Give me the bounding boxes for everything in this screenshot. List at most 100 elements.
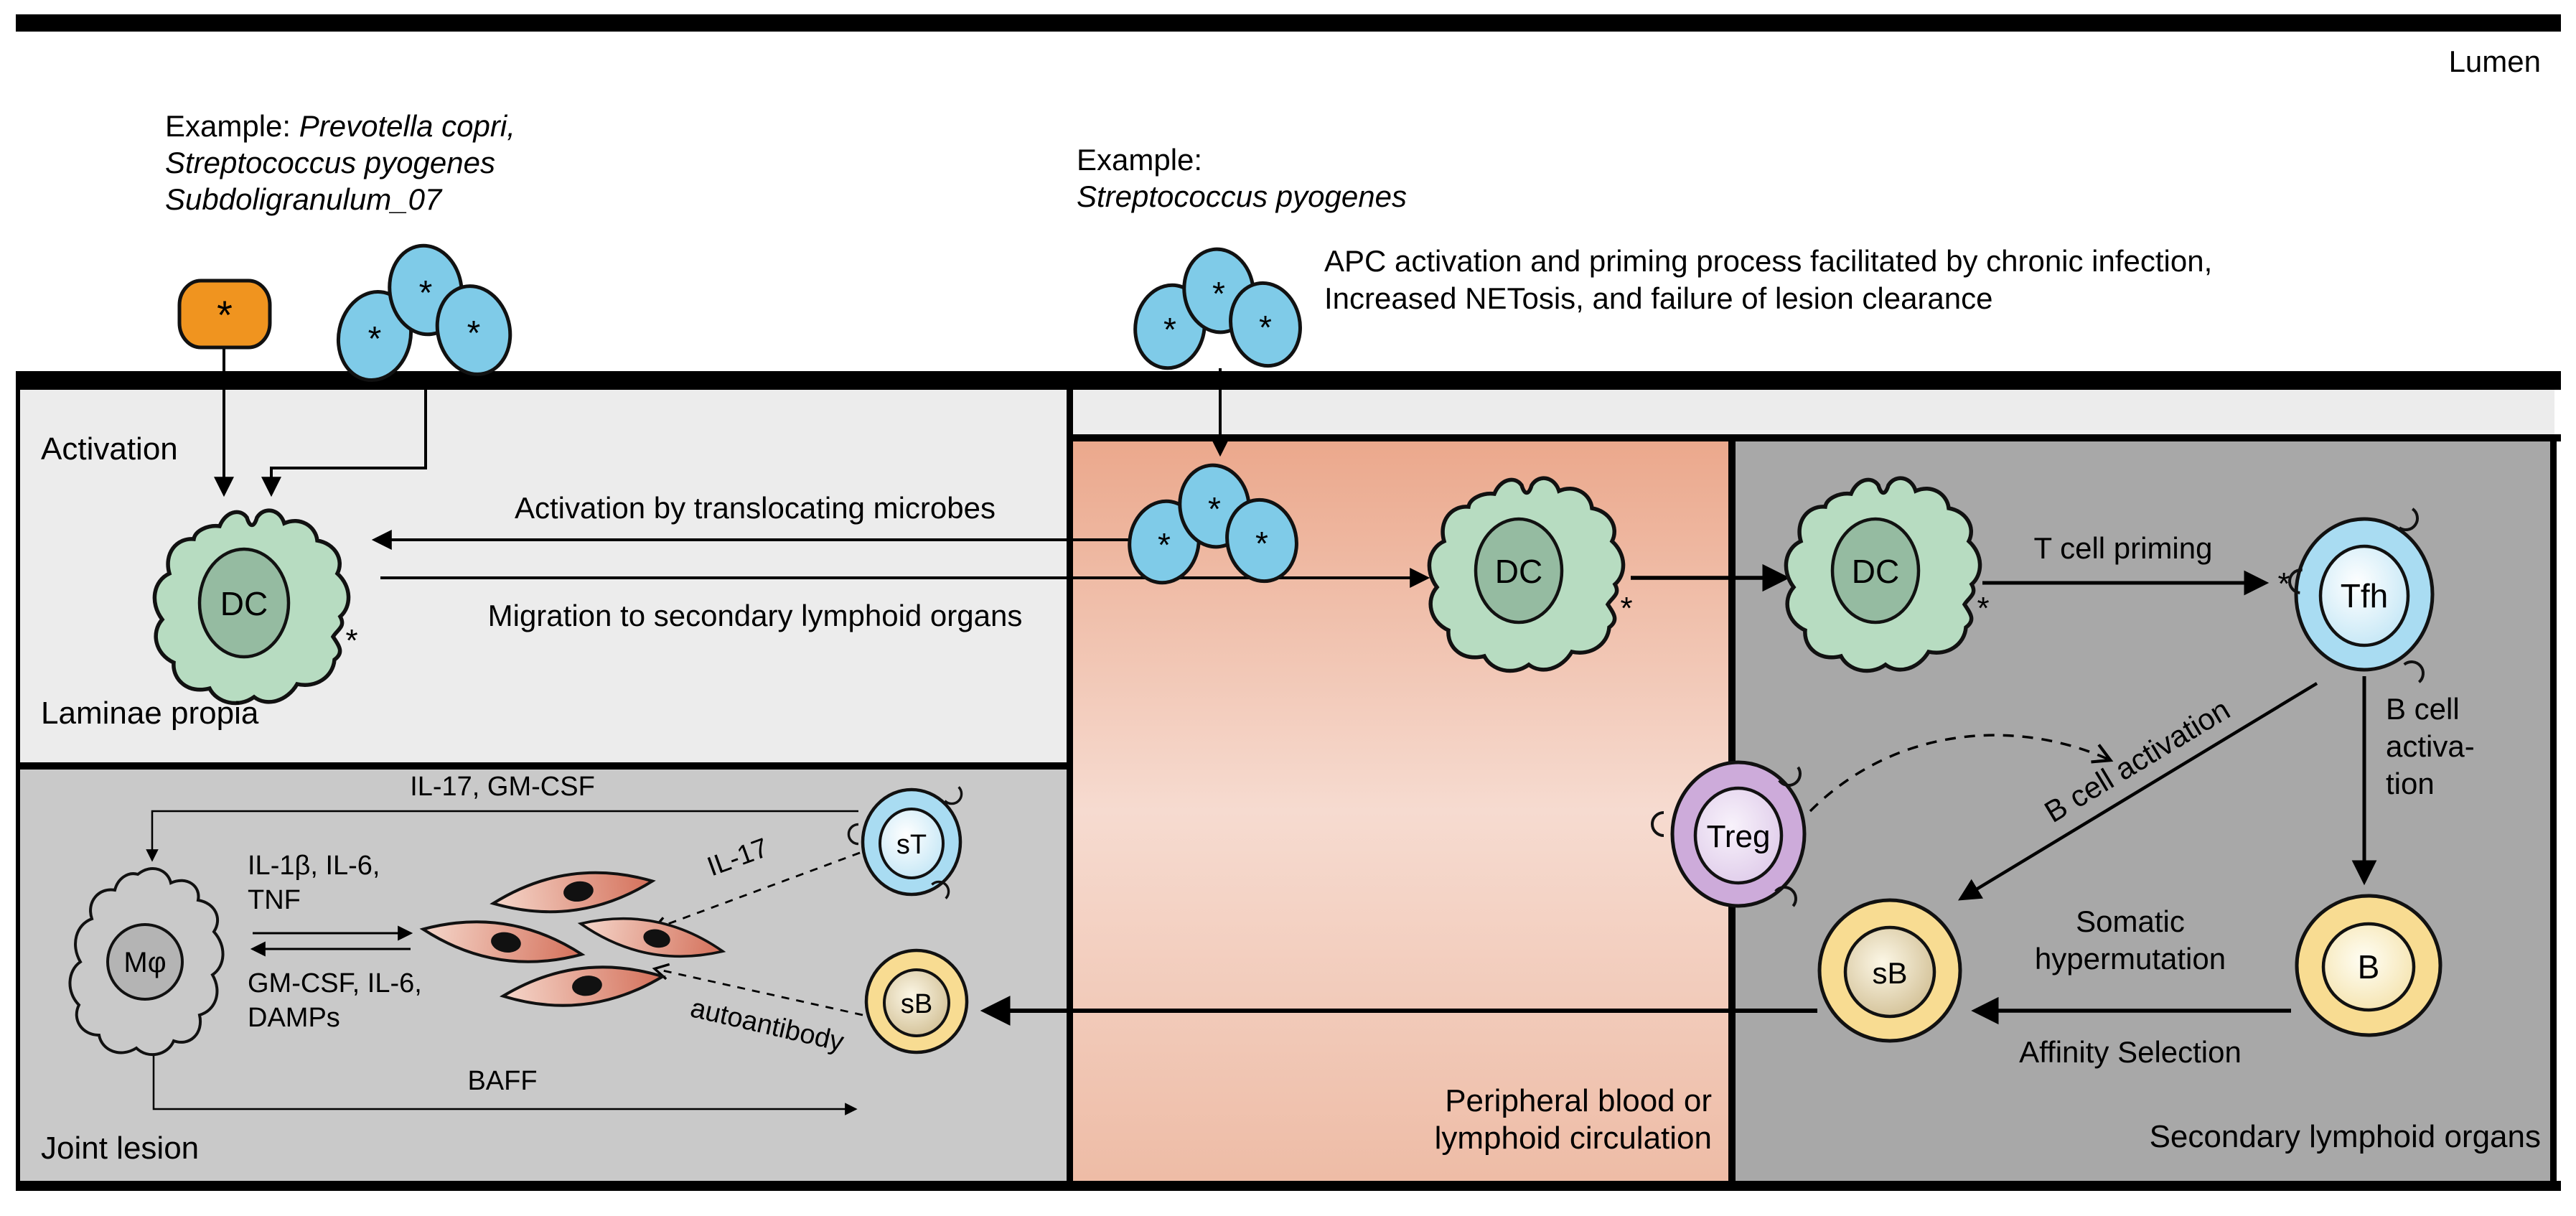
tfh-label: Tfh (2341, 577, 2388, 614)
activation-by-microbes-label: Activation by translocating microbes (515, 491, 996, 525)
dc-nucleus (1474, 517, 1564, 625)
antigen-asterisk-icon: * (1255, 525, 1268, 562)
dendritic-cell-blood: DC * (1429, 478, 1633, 670)
arrow-il17-dashed (650, 851, 861, 933)
affinity-selection-label: Affinity Selection (2019, 1035, 2242, 1069)
activation-label: Activation (41, 431, 178, 467)
macrophage-cell: Mφ (68, 866, 225, 1057)
baff-label: BAFF (467, 1066, 537, 1096)
example-mid-line1: Example: (1077, 143, 1202, 177)
gmcsf-il6-label: GM-CSF, IL-6, (248, 968, 422, 998)
b-cell-activation-line3: tion (2386, 767, 2435, 800)
fibroblast-cluster (418, 861, 728, 1016)
b-nucleus (2321, 922, 2416, 1012)
t-cell-priming-label: T cell priming (2034, 531, 2213, 565)
sb-label: sB (901, 989, 932, 1019)
example-left-species1: Prevotella copri, (299, 109, 515, 143)
blue-microbe-cluster-lumen: * * * (336, 243, 512, 383)
lumen-label: Lumen (2449, 45, 2541, 78)
border-left (16, 371, 20, 1191)
fibroblast-cell (418, 909, 586, 974)
damps-label: DAMPs (248, 1003, 340, 1033)
divider-left-blood (1067, 371, 1073, 1189)
microbe-coccus (336, 289, 413, 383)
fibroblast-nucleus (572, 976, 602, 996)
antigen-asterisk-icon: * (1259, 309, 1272, 346)
b-label: B (2358, 948, 2380, 986)
treg-label: Treg (1707, 819, 1771, 854)
antigen-asterisk-icon: * (1620, 591, 1632, 626)
treg-nucleus (1693, 786, 1784, 885)
apc-note-line1: APC activation and priming process facil… (1324, 244, 2212, 278)
antigen-asterisk-icon: * (1158, 526, 1171, 563)
blue-microbe-cluster-example: * * * (1133, 247, 1302, 370)
divider-lamina-joint (16, 762, 1067, 770)
sb-cell-slo: sB (1817, 898, 1962, 1043)
migration-label: Migration to secondary lymphoid organs (488, 599, 1023, 632)
joint-lesion-label: Joint lesion (41, 1131, 199, 1166)
antigen-asterisk-icon: * (1977, 591, 1989, 626)
tnf-label: TNF (248, 885, 301, 915)
dendritic-cell-lamina: DC * (154, 510, 358, 703)
sb-label: sB (1872, 956, 1907, 990)
macrophage-nucleus (106, 923, 184, 1001)
antigen-asterisk-icon: * (1212, 275, 1225, 312)
st-cell-joint: sT (847, 785, 967, 900)
antigen-asterisk-icon: * (217, 292, 233, 337)
fibroblast-cell (489, 861, 657, 923)
microbe-coccus (435, 284, 512, 376)
antigen-asterisk-icon: * (2277, 566, 2290, 602)
border-bottom (16, 1181, 2561, 1191)
antigen-asterisk-icon: * (467, 314, 481, 352)
sb-nucleus (883, 968, 950, 1037)
b-cell-activation-line1: B cell (2386, 692, 2460, 726)
fibroblast-nucleus (491, 932, 521, 953)
antigen-asterisk-icon: * (1163, 311, 1176, 348)
example-mid-line2: Streptococcus pyogenes (1077, 179, 1407, 213)
blood-panel-label-line2: lymphoid circulation (1435, 1121, 1712, 1156)
antigen-asterisk-icon: * (1208, 490, 1221, 528)
arrow-autoantibody-dashed (652, 963, 863, 1016)
somatic-label-line1: Somatic (2076, 904, 2185, 938)
il1b-il6-label: IL-1β, IL-6, (248, 851, 380, 881)
orange-microbe-body (177, 279, 272, 350)
blue-microbe-cluster-blood: * * * (1128, 463, 1298, 585)
example-left-prefix: Example: (165, 109, 299, 143)
dc-nucleus (1830, 517, 1921, 625)
b-cell-activation-line2: activa- (2386, 729, 2475, 763)
dc-label: DC (1852, 553, 1899, 590)
fibroblast-cell (499, 957, 667, 1016)
lamina-propria-label: Laminae propia (41, 696, 259, 731)
dendritic-cell-slo: DC * (1786, 478, 1990, 670)
arrow-blue-microbes-to-dc (261, 383, 427, 497)
arrow-treg-dashed (1809, 734, 2114, 813)
microbe-coccus (1229, 281, 1302, 368)
treg-cell: Treg (1651, 760, 1807, 908)
sb-nucleus (1843, 925, 1936, 1019)
blood-panel-label-line1: Peripheral blood or (1445, 1083, 1712, 1118)
antigen-asterisk-icon: * (368, 320, 382, 358)
antigen-asterisk-icon: * (345, 623, 357, 658)
example-left-line2: Streptococcus pyogenes (165, 146, 495, 179)
fibroblast-nucleus (643, 929, 670, 948)
dc-label: DC (220, 585, 268, 622)
dc-label: DC (1495, 553, 1542, 590)
lumen-wall-bar (16, 14, 2561, 32)
b-cell: B (2295, 894, 2442, 1037)
il17-gmcsf-label: IL-17, GM-CSF (410, 772, 595, 802)
border-right (2550, 434, 2557, 1187)
microbe-coccus (1225, 497, 1298, 584)
tfh-cell: * Tfh (2277, 507, 2435, 684)
arrow-b-cell-activation (1957, 682, 2318, 901)
divider-panels-top (1067, 434, 2561, 441)
example-left-line1: Example: Prevotella copri, (165, 109, 515, 143)
tfh-nucleus (2318, 544, 2410, 647)
fibroblast-cell (576, 906, 728, 969)
antigen-asterisk-icon: * (419, 274, 433, 312)
apc-note-line2: Increased NETosis, and failure of lesion… (1324, 281, 1993, 315)
panel-subepithelial-strip (1067, 390, 2554, 440)
somatic-label-line2: hypermutation (2035, 942, 2226, 976)
dc-nucleus (197, 547, 291, 659)
